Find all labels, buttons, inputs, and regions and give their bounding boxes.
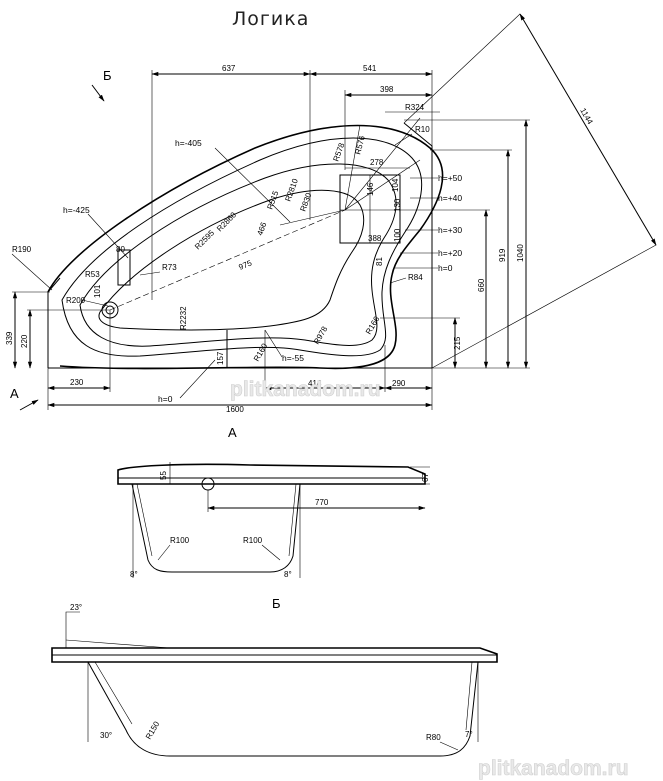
dimension-label: h=0 bbox=[158, 394, 173, 404]
dimension-label: R515 bbox=[265, 189, 280, 211]
dimension-label: R578 bbox=[331, 141, 346, 163]
dimension-label: 230 bbox=[70, 378, 84, 387]
dimension-label: 278 bbox=[370, 158, 384, 167]
dimension-label: R150 bbox=[144, 719, 162, 741]
dimension-label: 660 bbox=[477, 278, 486, 292]
section-a-bowl bbox=[131, 483, 301, 573]
section-a: 55 67 770 R100 R100 8° 8° bbox=[117, 462, 430, 579]
dimension-label: 388 bbox=[368, 234, 382, 243]
dimension-label: R2595 bbox=[193, 228, 216, 251]
dimension-label: 80 bbox=[116, 245, 125, 254]
dimension-label: 104 bbox=[391, 178, 400, 192]
dimension-label: R2810 bbox=[283, 177, 300, 203]
dimension-label: 541 bbox=[363, 64, 377, 73]
dimension-label: 67 bbox=[421, 473, 430, 482]
dimension-label: h=+30 bbox=[438, 225, 462, 235]
dimension-label: R830 bbox=[298, 191, 313, 213]
dimension-label: R200 bbox=[66, 296, 86, 305]
view-b-arrow-label: Б bbox=[103, 68, 112, 83]
rim-inner bbox=[61, 137, 423, 357]
view-a-arrow-label: А bbox=[10, 386, 19, 401]
dimension-label: 81 bbox=[375, 257, 384, 266]
view-a-label: А bbox=[228, 425, 237, 440]
view-b-arrow bbox=[91, 84, 105, 102]
dimension-label: 339 bbox=[5, 331, 14, 345]
dimension-label: R166 bbox=[364, 314, 382, 336]
dimension-label: 130 bbox=[393, 198, 402, 212]
dimension-label: 100 bbox=[393, 228, 402, 242]
dimension-label: 215 bbox=[453, 336, 462, 350]
dimension-label: R100 bbox=[170, 536, 190, 545]
dimension-label: h=-425 bbox=[63, 205, 90, 215]
dimension-label: h=-55 bbox=[282, 353, 304, 363]
headrest-pad bbox=[117, 249, 131, 286]
dimension-label: h=+50 bbox=[438, 173, 462, 183]
drawing-title: Логика bbox=[232, 8, 309, 30]
bath-axis-line bbox=[109, 209, 346, 311]
dimension-label: 55 bbox=[159, 471, 168, 480]
watermark-top: plitkanadom.ru bbox=[230, 378, 381, 401]
outer-rim bbox=[47, 124, 444, 370]
dimension-label: 1040 bbox=[516, 244, 525, 262]
dimension-label: 1600 bbox=[226, 405, 244, 414]
dimension-label: R324 bbox=[405, 103, 425, 112]
dimension-label: R84 bbox=[408, 273, 423, 282]
dimension-label: R73 bbox=[162, 263, 177, 272]
dimension-label: R10 bbox=[415, 125, 430, 134]
dimension-label: 23° bbox=[70, 603, 82, 612]
dimension-label: h=+20 bbox=[438, 248, 462, 258]
watermark-bottom: plitkanadom.ru bbox=[478, 757, 629, 780]
dimension-label: 101 bbox=[93, 284, 102, 298]
dimension-label: R100 bbox=[243, 536, 263, 545]
view-b-label: Б bbox=[272, 596, 281, 611]
dimension-label: 398 bbox=[380, 85, 394, 94]
dimension-label: 466 bbox=[255, 221, 268, 237]
dimension-label: 146 bbox=[366, 182, 375, 196]
dimension-label: 30° bbox=[100, 731, 112, 740]
dimension-label: 637 bbox=[222, 64, 236, 73]
dimension-label: 220 bbox=[20, 334, 29, 348]
dimension-label: 414 bbox=[308, 379, 322, 388]
plan-view: 637 541 398 R324 R10 R578 R576 278 h=-40… bbox=[5, 13, 657, 414]
dimension-label: R160 bbox=[252, 341, 270, 363]
dimension-label: 7° bbox=[465, 730, 473, 739]
dimension-label: h=0 bbox=[438, 263, 453, 273]
bowl-inner bbox=[98, 189, 365, 331]
bowl-outer bbox=[79, 163, 397, 347]
dimension-label: 157 bbox=[216, 351, 225, 365]
section-b: 23° 30° R150 R80 7° bbox=[51, 603, 498, 757]
dimension-label: 8° bbox=[284, 570, 292, 579]
dimension-label: R53 bbox=[85, 270, 100, 279]
dimension-label: R190 bbox=[12, 245, 32, 254]
section-b-bowl bbox=[87, 661, 479, 757]
dimension-label: h=+40 bbox=[438, 193, 462, 203]
dimension-label: 290 bbox=[392, 379, 406, 388]
section-b-rim bbox=[51, 647, 498, 663]
dimension-label: R2232 bbox=[179, 306, 188, 330]
dimension-label: 8° bbox=[130, 570, 138, 579]
dimension-label: 975 bbox=[237, 258, 253, 272]
dimension-label: 770 bbox=[315, 498, 329, 507]
section-a-rim bbox=[117, 463, 426, 485]
dimension-label: R80 bbox=[426, 733, 441, 742]
dimension-label: h=-405 bbox=[175, 138, 202, 148]
view-a-arrow bbox=[19, 399, 39, 411]
dimension-label: 919 bbox=[498, 248, 507, 262]
dimension-label: R978 bbox=[312, 324, 330, 346]
